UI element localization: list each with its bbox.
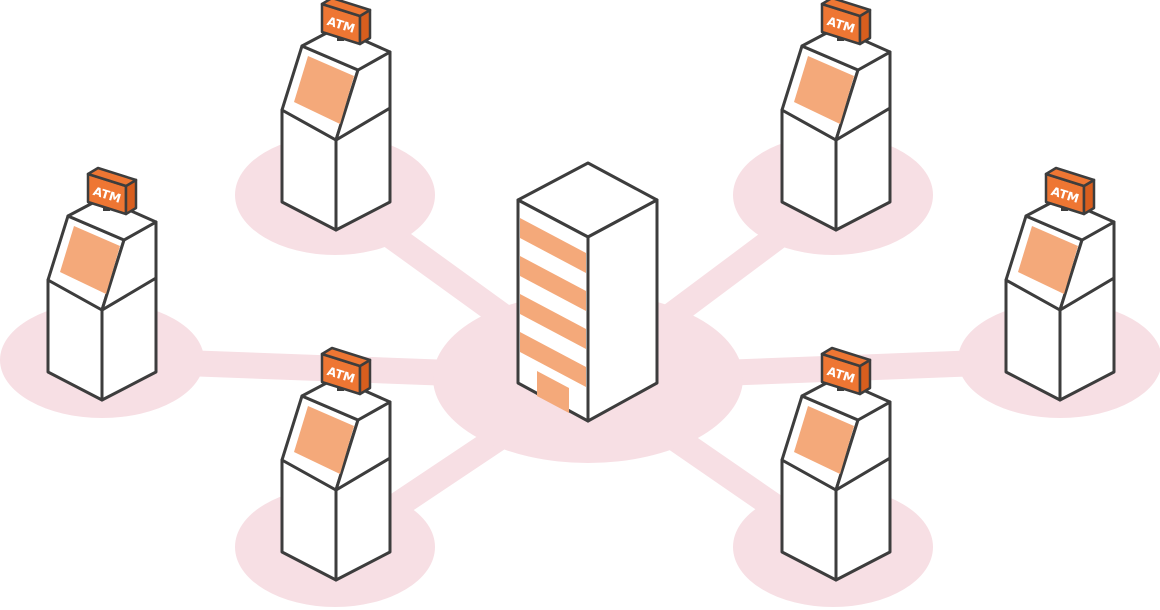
atm-machine: ATM <box>780 0 892 232</box>
building-stripe <box>520 256 586 311</box>
atm-sign-top <box>86 166 138 188</box>
atm-machine: ATM <box>780 346 892 582</box>
atm-machine: ATM <box>280 346 392 582</box>
atm-screen <box>1018 226 1078 294</box>
atm-screen <box>794 56 854 124</box>
building-stripe <box>520 294 586 349</box>
atm-sign-top <box>320 0 372 18</box>
atm-screen <box>294 56 354 124</box>
atm-machine: ATM <box>280 0 392 232</box>
building-stripe <box>520 332 586 387</box>
atm-sign-top <box>820 346 872 368</box>
atm-screen <box>294 406 354 474</box>
central-bank-building <box>516 161 659 423</box>
atm-machine: ATM <box>46 166 158 402</box>
atm-layer: ATM ATM ATM ATM ATM ATM <box>46 0 1116 582</box>
building-right-face <box>586 198 659 423</box>
building-door <box>537 371 569 413</box>
atm-machine: ATM <box>1004 166 1116 402</box>
building-stripe <box>520 218 586 273</box>
atm-screen <box>794 406 854 474</box>
atm-sign-top <box>820 0 872 18</box>
atm-sign-top <box>1044 166 1096 188</box>
atm-sign-top <box>320 346 372 368</box>
bank-building <box>516 161 659 423</box>
atm-screen <box>60 226 120 294</box>
